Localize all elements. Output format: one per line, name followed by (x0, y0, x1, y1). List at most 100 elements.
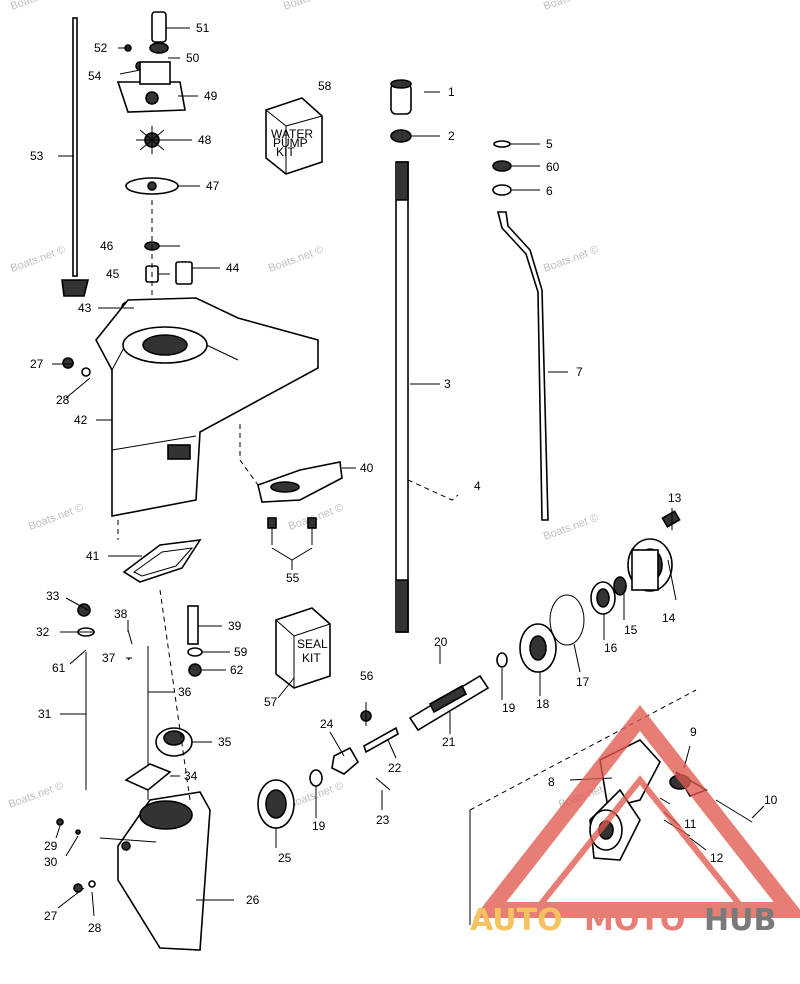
watermark: Boats.net © (542, 244, 600, 275)
callout-label: 41 (86, 549, 100, 563)
callout-label: 25 (278, 851, 292, 865)
callout-label: 51 (196, 21, 210, 35)
reverse-gear-18 (496, 623, 557, 673)
callout-label: 52 (94, 41, 108, 55)
callout-label: 47 (206, 179, 220, 193)
water-tube-parts (117, 520, 203, 801)
callout-label: 4 (474, 479, 481, 493)
callout-label: 2 (448, 129, 455, 143)
callout-label: 61 (52, 661, 66, 675)
automotohub-logo: AUTO MOTO HUB (470, 705, 800, 938)
watermark: Boats.net © (7, 780, 65, 811)
callout-label: 39 (228, 619, 242, 633)
callout-label: 57 (264, 695, 278, 709)
callout-label: 35 (218, 735, 232, 749)
kit-label: KIT (302, 651, 321, 665)
callout-label: 19 (312, 819, 326, 833)
callout-label: 59 (234, 645, 248, 659)
callout-label: 24 (320, 717, 334, 731)
callout-label: 50 (186, 51, 200, 65)
callout-label: 40 (360, 461, 374, 475)
kit-label: SEAL (297, 637, 328, 651)
callout-label: 19 (502, 701, 516, 715)
exhaust-plate-40 (239, 424, 343, 503)
callout-label: 11 (684, 817, 697, 831)
clutch-assembly (331, 710, 399, 791)
callout-label: 58 (318, 79, 332, 93)
gearcase-26 (56, 791, 211, 951)
water-pump-assembly (116, 11, 193, 318)
watermark: Boats.net © (542, 512, 600, 543)
callout-label: 37 (102, 651, 116, 665)
callout-label: 16 (604, 641, 618, 655)
callout-label: 43 (78, 301, 92, 315)
watermark: Boats.net © (282, 0, 340, 13)
callout-label: 3 (444, 377, 451, 391)
callout-label: 31 (38, 707, 52, 721)
callout-label: 28 (56, 393, 70, 407)
callout-label: 55 (286, 571, 300, 585)
callout-label: 15 (624, 623, 638, 637)
gasket-41 (122, 538, 202, 583)
callout-label: 23 (376, 813, 390, 827)
callout-label: 45 (106, 267, 120, 281)
logo-moto: MOTO (584, 903, 685, 938)
callout-label: 62 (230, 663, 244, 677)
propeller-shaft-21 (408, 650, 490, 732)
callout-label: 49 (204, 89, 218, 103)
logo-auto: AUTO (470, 903, 563, 938)
callout-label: 14 (662, 611, 676, 625)
callout-label: 34 (184, 769, 198, 783)
water-pump-kit-box-58: WATER PUMP KIT (265, 97, 323, 175)
callout-label: 17 (576, 675, 590, 689)
callout-label: 29 (44, 839, 58, 853)
callout-label: 5 (546, 137, 553, 151)
callout-label: 46 (100, 239, 114, 253)
kit-label: WATER (271, 127, 313, 141)
callout-label: 30 (44, 855, 58, 869)
studs-and-nuts (77, 603, 149, 800)
callout-label: 13 (668, 491, 682, 505)
shift-shaft-7 (492, 140, 549, 521)
callout-label: 7 (576, 365, 583, 379)
watermark: Boats.net © (267, 244, 325, 275)
callout-label: 20 (434, 635, 448, 649)
callout-label: 27 (30, 357, 44, 371)
callout-label: 22 (388, 761, 402, 775)
callout-label: 32 (36, 625, 50, 639)
seal-kit-box-57: SEAL KIT (275, 607, 331, 689)
callout-label: 21 (442, 735, 456, 749)
kit-label: KIT (276, 145, 295, 159)
callout-label: 28 (88, 921, 102, 935)
leader-lines (52, 27, 765, 917)
callout-label: 56 (360, 669, 374, 683)
callout-label: 27 (44, 909, 58, 923)
callout-label: 18 (536, 697, 550, 711)
watermark: Boats.net © (27, 502, 85, 533)
callout-label: 33 (46, 589, 60, 603)
callout-label: 8 (548, 775, 555, 789)
forward-gear-25 (257, 769, 323, 829)
bearing-carrier-14 (549, 510, 681, 646)
callout-label: 60 (546, 160, 560, 174)
shift-rod-53 (61, 17, 90, 297)
watermark: Boats.net © (542, 0, 600, 13)
callout-label: 44 (226, 261, 240, 275)
callout-label: 38 (114, 607, 128, 621)
callout-label: 1 (448, 85, 455, 99)
drive-shaft-3 (390, 79, 459, 633)
kit-label: PUMP (273, 136, 308, 150)
callout-label: 12 (710, 851, 724, 865)
callout-label: 9 (690, 725, 697, 739)
callout-label: 36 (178, 685, 192, 699)
callout-label: 53 (30, 149, 44, 163)
callout-label: 26 (246, 893, 260, 907)
callout-label: 6 (546, 184, 553, 198)
logo-hub: HUB (704, 903, 776, 938)
callout-label: 48 (198, 133, 212, 147)
callout-label: 10 (764, 793, 778, 807)
callout-label: 54 (88, 69, 102, 83)
watermark: Boats.net © (9, 0, 67, 13)
